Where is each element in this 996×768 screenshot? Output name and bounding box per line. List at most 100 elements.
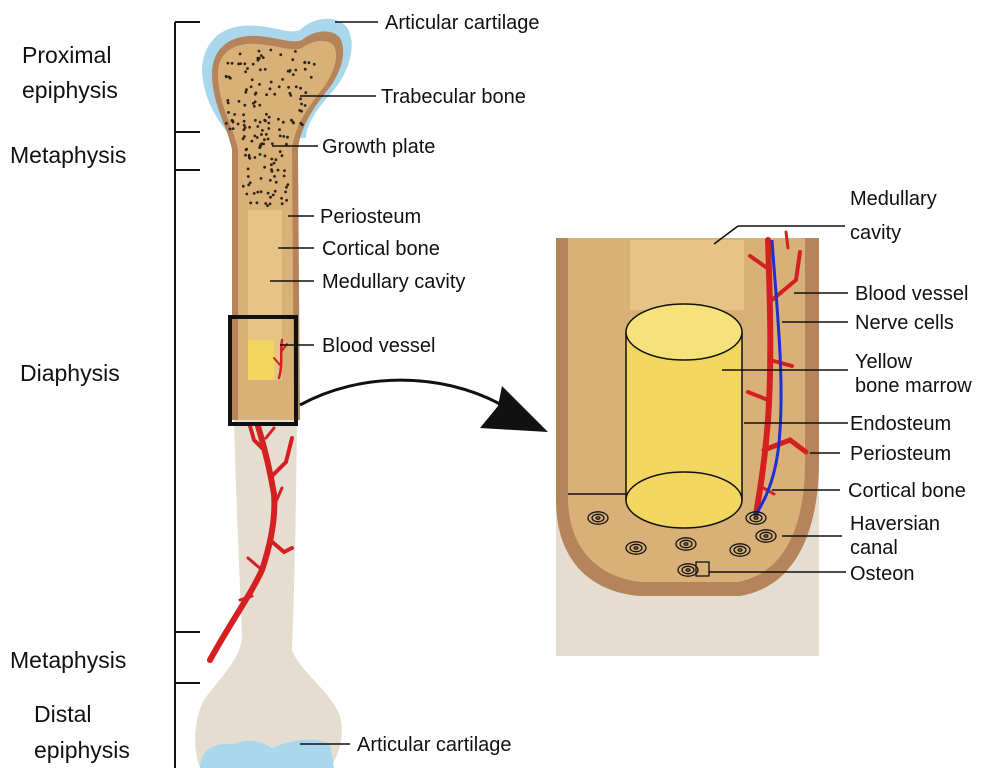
trabecular-dot bbox=[260, 190, 263, 193]
trabecular-dot bbox=[243, 135, 246, 138]
trabecular-dot bbox=[253, 105, 256, 108]
trabecular-dot bbox=[251, 140, 254, 143]
trabecular-dot bbox=[260, 177, 263, 180]
trabecular-dot bbox=[258, 83, 261, 86]
trabecular-dot bbox=[242, 185, 245, 188]
trabecular-dot bbox=[273, 93, 276, 96]
trabecular-dot bbox=[246, 67, 249, 70]
detail-label-endosteum: Endosteum bbox=[850, 413, 951, 435]
trabecular-dot bbox=[253, 135, 256, 138]
detail-label-periosteum: Periosteum bbox=[850, 443, 951, 465]
trabecular-dot bbox=[285, 186, 288, 189]
trabecular-dot bbox=[248, 157, 251, 160]
trabecular-dot bbox=[279, 53, 282, 56]
bone-yellow-marrow bbox=[248, 340, 274, 380]
trabecular-dot bbox=[282, 135, 285, 138]
trabecular-dot bbox=[310, 76, 313, 79]
trabecular-dot bbox=[272, 194, 275, 197]
label-articular-cartilage-bottom: Articular cartilage bbox=[357, 734, 512, 756]
region-diaphysis: Diaphysis bbox=[20, 360, 120, 386]
trabecular-dot bbox=[243, 104, 246, 107]
detail-label-haversian-canal: Haversian canal bbox=[850, 513, 946, 559]
detail-label-yellow-bone-marrow: Yellow bone marrow bbox=[855, 351, 972, 397]
trabecular-dot bbox=[285, 143, 288, 146]
trabecular-dot bbox=[275, 181, 278, 184]
trabecular-dot bbox=[243, 62, 246, 65]
trabecular-dot bbox=[273, 162, 276, 165]
detail-medullary-cavity bbox=[630, 240, 744, 310]
detail-label-nerve-cells: Nerve cells bbox=[855, 312, 954, 334]
trabecular-dot bbox=[271, 142, 274, 145]
trabecular-dot bbox=[277, 118, 280, 121]
trabecular-dot bbox=[274, 190, 277, 193]
trabecular-dot bbox=[259, 121, 262, 124]
trabecular-dot bbox=[268, 116, 271, 119]
region-proximal-epiphysis: Proximal epiphysis bbox=[22, 42, 118, 103]
trabecular-dot bbox=[249, 202, 252, 205]
trabecular-dot bbox=[289, 92, 292, 95]
label-medullary-cavity: Medullary cavity bbox=[322, 271, 465, 293]
trabecular-dot bbox=[256, 136, 259, 139]
trabecular-dot bbox=[228, 76, 231, 79]
trabecular-dot bbox=[232, 127, 235, 130]
label-periosteum: Periosteum bbox=[320, 206, 421, 228]
trabecular-dot bbox=[269, 49, 272, 52]
trabecular-dot bbox=[270, 163, 273, 166]
trabecular-dot bbox=[237, 123, 240, 126]
trabecular-dot bbox=[231, 62, 234, 65]
trabecular-dot bbox=[269, 87, 272, 90]
trabecular-dot bbox=[254, 93, 257, 96]
trabecular-dot bbox=[292, 73, 295, 76]
trabecular-dot bbox=[281, 154, 284, 157]
trabecular-dot bbox=[259, 153, 262, 156]
trabecular-dot bbox=[301, 123, 304, 126]
detail-yellow-bone-marrow bbox=[626, 304, 742, 528]
trabecular-dot bbox=[244, 91, 247, 94]
trabecular-dot bbox=[286, 183, 289, 186]
detail-label-osteon: Osteon bbox=[850, 563, 914, 585]
trabecular-dot bbox=[244, 154, 247, 157]
trabecular-dot bbox=[225, 75, 228, 78]
trabecular-dot bbox=[247, 175, 250, 178]
trabecular-dot bbox=[282, 121, 285, 124]
trabecular-dot bbox=[294, 50, 297, 53]
trabecular-dot bbox=[278, 128, 281, 131]
trabecular-dot bbox=[264, 202, 267, 205]
magnify-arrowhead bbox=[480, 386, 548, 432]
trabecular-dot bbox=[263, 138, 266, 141]
trabecular-dot bbox=[304, 68, 307, 71]
trabecular-dot bbox=[237, 63, 240, 66]
trabecular-dot bbox=[258, 50, 261, 53]
trabecular-dot bbox=[260, 54, 263, 57]
trabecular-dot bbox=[265, 133, 268, 136]
trabecular-dot bbox=[250, 85, 253, 88]
trabecular-dot bbox=[269, 179, 272, 182]
trabecular-dot bbox=[283, 169, 286, 172]
trabecular-dot bbox=[248, 126, 251, 129]
trabecular-dot bbox=[227, 102, 230, 105]
trabecular-dot bbox=[284, 191, 287, 194]
trabecular-dot bbox=[269, 203, 272, 206]
trabecular-dot bbox=[279, 135, 282, 138]
trabecular-dot bbox=[281, 202, 284, 205]
trabecular-dot bbox=[267, 122, 270, 125]
trabecular-dot bbox=[227, 62, 230, 65]
trabecular-dot bbox=[275, 158, 278, 161]
region-metaphysis-bottom: Metaphysis bbox=[10, 647, 126, 673]
trabecular-dot bbox=[239, 53, 242, 56]
trabecular-dot bbox=[249, 181, 252, 184]
trabecular-dot bbox=[273, 175, 276, 178]
trabecular-dot bbox=[294, 69, 297, 72]
trabecular-dot bbox=[245, 193, 248, 196]
detail-view bbox=[556, 232, 819, 656]
trabecular-dot bbox=[226, 99, 229, 102]
detail-label-blood-vessel: Blood vessel bbox=[855, 283, 968, 305]
trabecular-dot bbox=[238, 100, 241, 103]
trabecular-dot bbox=[252, 102, 255, 105]
trabecular-dot bbox=[269, 196, 272, 199]
trabecular-dot bbox=[262, 56, 265, 59]
trabecular-dot bbox=[277, 169, 280, 172]
trabecular-dot bbox=[267, 192, 270, 195]
trabecular-dot bbox=[308, 61, 311, 64]
trabecular-dot bbox=[281, 78, 284, 81]
